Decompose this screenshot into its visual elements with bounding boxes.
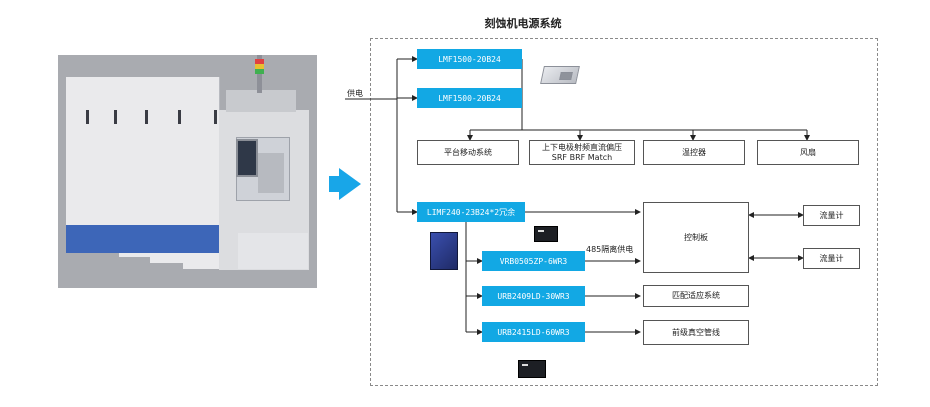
control-board: 控制板: [643, 202, 749, 273]
system-frame: [370, 38, 878, 386]
psu-aux: LIMF240-23B24*2冗余: [417, 202, 525, 222]
module-label-mark: [538, 230, 544, 232]
dcdc-module-2: URB2409LD-30WR3: [482, 286, 585, 306]
load-fan: 风扇: [757, 140, 859, 165]
load-temp-controller: 温控器: [643, 140, 745, 165]
door-handle: [214, 110, 217, 124]
door-handle: [86, 110, 89, 124]
door-handle: [145, 110, 148, 124]
signal-light-yellow: [255, 64, 264, 69]
signal-light-red: [255, 59, 264, 64]
diagram-title: 刻蚀机电源系统: [484, 17, 562, 30]
load-platform: 平台移动系统: [417, 140, 519, 165]
vacuum-line: 前级真空管线: [643, 320, 749, 345]
load-rf: 上下电极射频直流偏压 SRF BRF Match: [529, 140, 635, 165]
psu-main-1: LMF1500-20B24: [417, 49, 522, 69]
machine-top-block: [226, 90, 296, 112]
big-arrow-head: [339, 168, 361, 200]
door-handle: [114, 110, 117, 124]
flowmeter-1: 流量计: [803, 205, 860, 226]
machine-base: [238, 233, 308, 269]
dcdc-module-1: VRB0505ZP-6WR3: [482, 251, 585, 271]
door-handle: [178, 110, 181, 124]
isolation-label: 485隔离供电: [586, 245, 634, 254]
load-rf-line1: 上下电极射频直流偏压: [542, 142, 622, 152]
load-rf-line2: SRF BRF Match: [551, 152, 613, 162]
cabinet-door: [91, 77, 120, 252]
big-arrow-icon: [329, 176, 341, 192]
dcdc-module-3: URB2415LD-60WR3: [482, 322, 585, 342]
dcdc-module-icon: [518, 360, 546, 378]
signal-light-green: [255, 69, 264, 74]
flowmeter-2: 流量计: [803, 248, 860, 269]
input-label: 供电: [347, 89, 363, 98]
psu-silver-detail: [559, 72, 573, 80]
module-label-mark: [522, 364, 528, 366]
machine-port: [258, 153, 284, 193]
dcdc-module-icon: [534, 226, 558, 242]
signal-pole: [257, 55, 262, 93]
cabinet-blue-strip: [66, 225, 219, 253]
psu-blue-icon: [430, 232, 458, 270]
machine-screen: [236, 139, 258, 177]
match-system: 匹配适应系统: [643, 285, 749, 307]
machine-photo: [58, 55, 317, 288]
psu-main-2: LMF1500-20B24: [417, 88, 522, 108]
